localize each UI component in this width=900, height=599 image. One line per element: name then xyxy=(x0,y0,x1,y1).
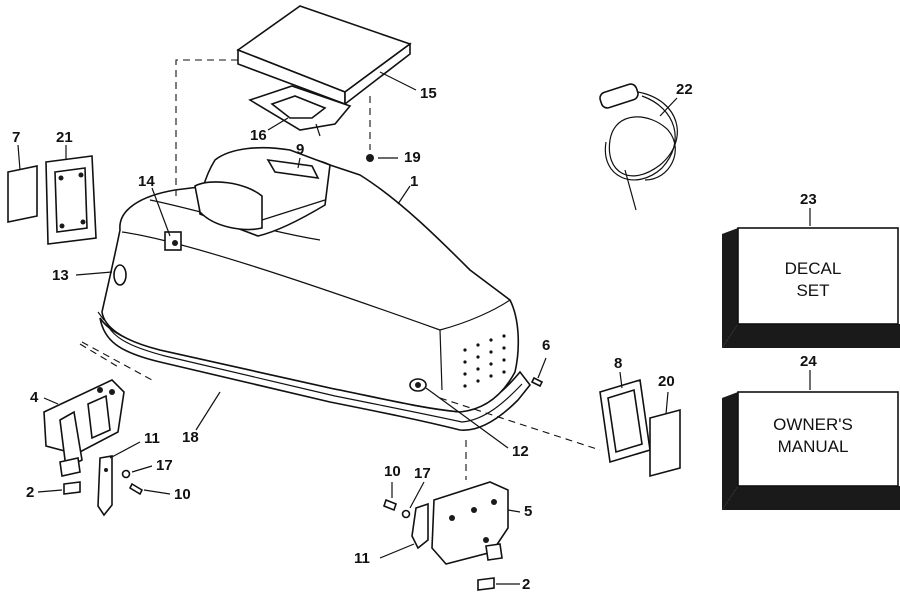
strap-11-left xyxy=(97,455,144,517)
engine-cover xyxy=(97,146,532,431)
owners-manual-label-line1: OWNER'S xyxy=(773,415,853,434)
bracket-4 xyxy=(43,379,125,495)
decal-set-label-line2: SET xyxy=(796,281,829,300)
callout-2-right: 2 xyxy=(522,576,530,593)
pad-7 xyxy=(7,165,38,223)
top-cover xyxy=(236,5,412,106)
callout-10-lower: 10 xyxy=(174,486,191,503)
callout-17-left: 17 xyxy=(156,457,173,474)
callout-4: 4 xyxy=(30,389,39,406)
callout-labels: 1 2 2 4 5 6 7 8 9 10 10 11 11 12 13 14 1… xyxy=(12,81,817,593)
screw-6 xyxy=(530,376,544,388)
callout-5: 5 xyxy=(524,503,532,520)
owners-manual-box: OWNER'S MANUAL xyxy=(722,391,900,510)
decal-set-label-line1: DECAL xyxy=(785,259,842,278)
callout-17-right: 17 xyxy=(414,465,431,482)
callout-19: 19 xyxy=(404,149,421,166)
intake-frame xyxy=(248,85,352,137)
callout-13: 13 xyxy=(52,267,69,284)
ground-cable xyxy=(599,83,678,211)
callout-14: 14 xyxy=(138,173,155,190)
callout-11-left: 11 xyxy=(144,430,160,447)
leader-lines xyxy=(17,71,811,585)
callout-8: 8 xyxy=(614,355,622,372)
callout-10-upper: 10 xyxy=(384,463,401,480)
callout-7: 7 xyxy=(12,129,20,146)
callout-15: 15 xyxy=(420,85,437,102)
gasket-21 xyxy=(45,155,97,245)
callout-20: 20 xyxy=(658,373,675,390)
callout-6: 6 xyxy=(542,337,550,354)
decal-set-box: DECAL SET xyxy=(722,227,900,348)
callout-18: 18 xyxy=(182,429,199,446)
callout-24: 24 xyxy=(800,353,817,370)
gasket-8 xyxy=(599,378,651,464)
callout-12: 12 xyxy=(512,443,529,460)
dashed-lines xyxy=(79,59,601,480)
callout-9: 9 xyxy=(296,141,304,158)
callout-21: 21 xyxy=(56,129,73,146)
callout-1: 1 xyxy=(410,173,418,190)
callout-23: 23 xyxy=(800,191,817,208)
callout-2-left: 2 xyxy=(26,484,34,501)
screw-19 xyxy=(366,154,374,162)
pad-20 xyxy=(649,408,681,478)
owners-manual-label-line2: MANUAL xyxy=(778,437,849,456)
callout-11-right: 11 xyxy=(354,550,370,567)
callout-16: 16 xyxy=(250,127,267,144)
callout-22: 22 xyxy=(676,81,693,98)
bracket-5 xyxy=(383,481,509,591)
